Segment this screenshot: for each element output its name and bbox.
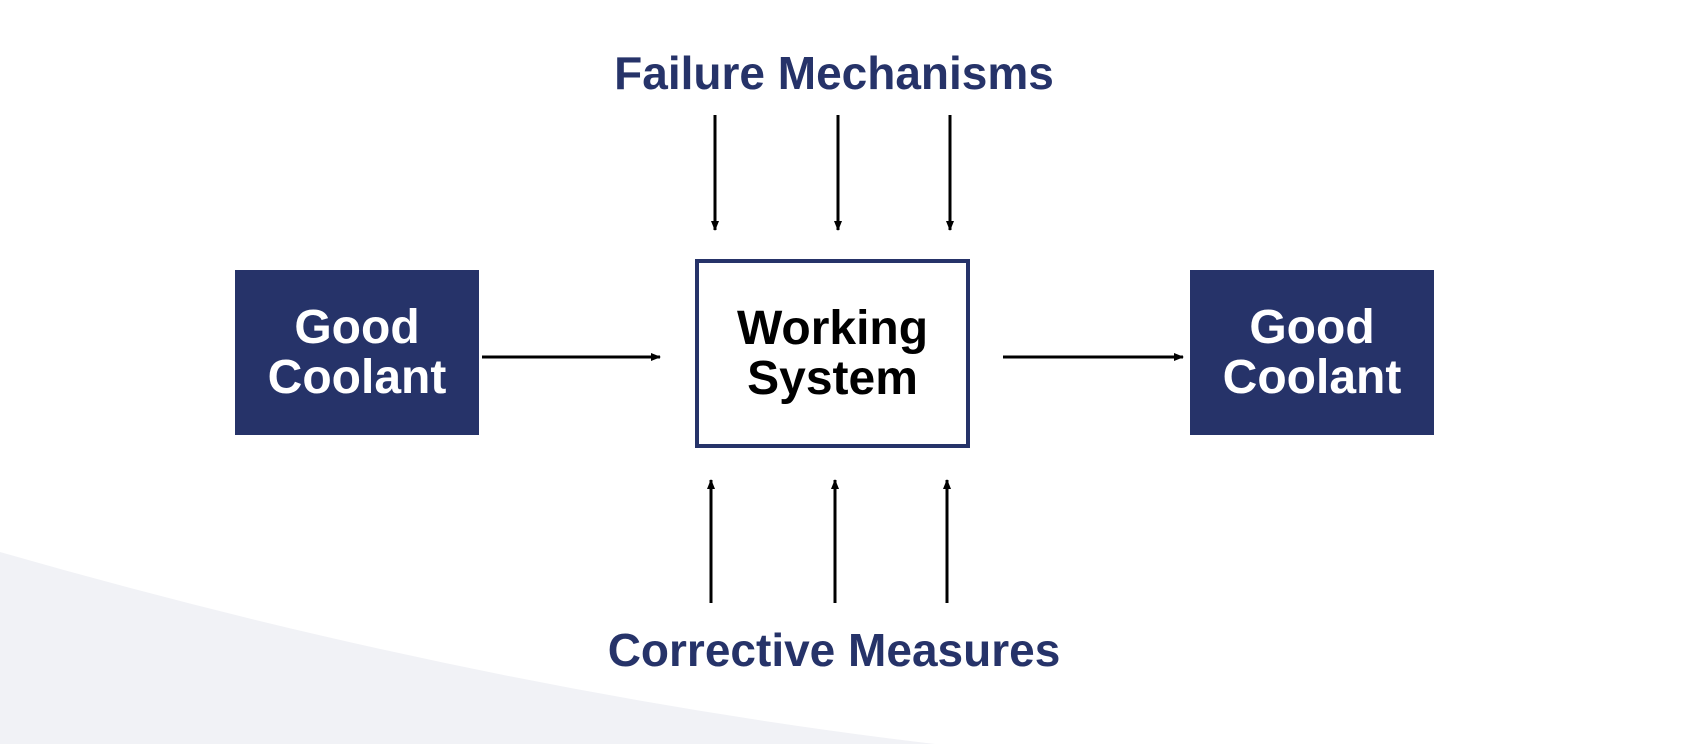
output-box-line2: Coolant <box>1222 350 1402 404</box>
output-good-coolant-box: Good Coolant <box>1190 270 1434 435</box>
corrective-arrows <box>707 479 951 603</box>
output-box-line1: Good <box>1249 300 1375 354</box>
input-box-line2: Coolant <box>267 350 447 404</box>
corrective-measures-text: Corrective Measures <box>607 624 1061 676</box>
failure-mechanisms-text: Failure Mechanisms <box>614 47 1054 99</box>
center-box-line2: System <box>747 351 918 405</box>
failure-arrows <box>711 115 954 231</box>
working-system-box: Working System <box>695 259 970 448</box>
input-box-line1: Good <box>294 300 420 354</box>
input-good-coolant-box: Good Coolant <box>235 270 479 435</box>
center-box-line1: Working <box>736 301 929 355</box>
